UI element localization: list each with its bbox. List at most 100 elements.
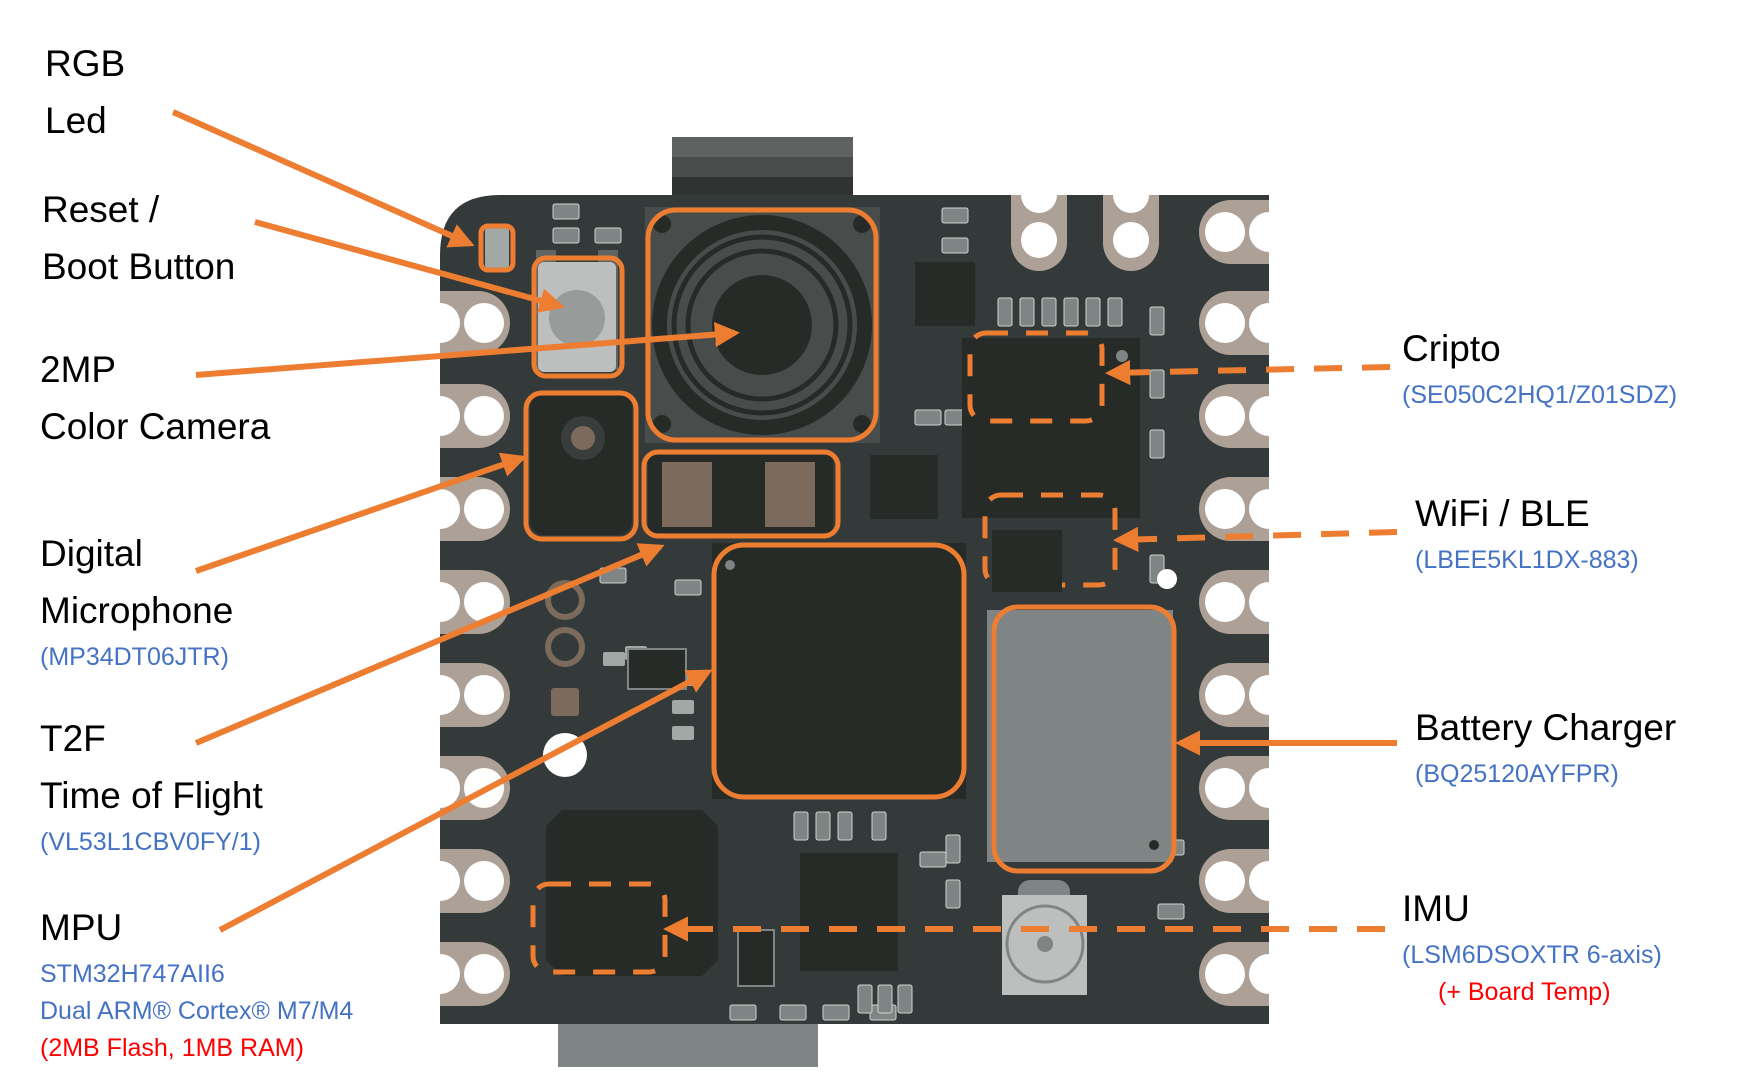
- smd-resistor: [941, 207, 969, 224]
- smd-capacitor: [1149, 429, 1165, 459]
- label-title: Digital: [40, 533, 143, 574]
- plus-marker: [551, 688, 579, 716]
- label-title: Boot Button: [42, 246, 236, 287]
- label-crypto: Cripto (SE050C2HQ1/Z01SDZ): [1402, 320, 1677, 414]
- memory-note: (2MB Flash, 1MB RAM): [40, 1034, 304, 1062]
- edge-pad-hole: [1205, 768, 1245, 808]
- edge-pad-hole: [1249, 768, 1289, 808]
- edge-pad-hole: [1205, 861, 1245, 901]
- smd-capacitor: [857, 984, 873, 1014]
- regulator-chip: [800, 853, 898, 971]
- top-edge-pads: [1011, 177, 1159, 271]
- part-number: (LBEE5KL1DX-883): [1415, 546, 1639, 574]
- edge-pad-hole: [420, 303, 460, 343]
- edge-pad-hole: [1021, 177, 1057, 213]
- smd-capacitor: [1149, 369, 1165, 399]
- label-wifi-ble: WiFi / BLE (LBEE5KL1DX-883): [1415, 485, 1639, 579]
- power-ic: [915, 262, 975, 326]
- edge-pad-hole: [1205, 954, 1245, 994]
- label-digital-microphone: Digital Microphone (MP34DT06JTR): [40, 525, 233, 676]
- battery-charger-component: [987, 604, 1177, 874]
- label-title: IMU: [1402, 888, 1470, 929]
- label-title: T2F: [40, 718, 106, 759]
- edge-pad-hole: [1249, 489, 1289, 529]
- smd-capacitor: [871, 811, 887, 841]
- part-number: (SE050C2HQ1/Z01SDZ): [1402, 381, 1678, 409]
- smd-capacitor: [1063, 297, 1079, 327]
- smd-resistor: [594, 227, 622, 244]
- label-rgb-led: RGB Led: [45, 35, 125, 149]
- callout-camera: [195, 322, 741, 378]
- callout-tof: [194, 543, 665, 746]
- edge-pad-hole: [420, 675, 460, 715]
- label-title: RGB: [45, 43, 126, 84]
- edge-pad-hole: [1113, 177, 1149, 213]
- smd-resistor: [552, 203, 580, 220]
- smd-resistor: [919, 851, 947, 868]
- smd-capacitor: [1107, 297, 1123, 327]
- smd-capacitor: [837, 811, 853, 841]
- smd-resistor: [822, 1004, 850, 1021]
- edge-pad-hole: [420, 396, 460, 436]
- label-title: Led: [45, 100, 107, 141]
- part-number: (MP34DT06JTR): [40, 643, 229, 671]
- edge-pad-hole: [464, 582, 504, 622]
- smd-capacitor: [1041, 297, 1057, 327]
- edge-pad-hole: [464, 303, 504, 343]
- edge-pad-hole: [464, 861, 504, 901]
- smd-resistor: [552, 227, 580, 244]
- smd-capacitor: [997, 297, 1013, 327]
- edge-pad-hole: [420, 582, 460, 622]
- label-title: MPU: [40, 907, 123, 948]
- rgb-led-component: [485, 228, 509, 268]
- label-time-of-flight: T2F Time of Flight (VL53L1CBV0FY/1): [40, 710, 263, 861]
- edge-pad-hole: [1205, 489, 1245, 529]
- edge-pad-hole: [1205, 582, 1245, 622]
- top-connector: [672, 137, 853, 197]
- microphone-component: [523, 390, 639, 542]
- mpu-component: [711, 542, 967, 800]
- label-color-camera: 2MP Color Camera: [40, 341, 270, 455]
- edge-pad-hole: [1113, 222, 1149, 258]
- smd-resistor: [674, 579, 702, 596]
- edge-pad-hole: [420, 768, 460, 808]
- smd-capacitor: [945, 879, 961, 909]
- imu-chip: [530, 810, 718, 976]
- edge-pad-hole: [1249, 582, 1289, 622]
- label-title: Cripto: [1402, 328, 1501, 369]
- smd-resistor: [729, 1004, 757, 1021]
- edge-pad-hole: [1205, 212, 1245, 252]
- power-ic-2: [870, 455, 938, 519]
- label-reset-boot-button: Reset / Boot Button: [42, 181, 235, 295]
- label-title: Reset /: [42, 189, 160, 230]
- label-imu: IMU (LSM6DSOXTR 6-axis) (+ Board Temp): [1402, 880, 1662, 1011]
- callout-rgb-led: [171, 109, 475, 248]
- label-battery-charger: Battery Charger (BQ25120AYFPR): [1415, 699, 1676, 793]
- edge-pad-hole: [1249, 303, 1289, 343]
- edge-pad-hole: [420, 954, 460, 994]
- smd-capacitor: [815, 811, 831, 841]
- rgb-led-highlight: [478, 223, 516, 273]
- label-title: Color Camera: [40, 406, 271, 447]
- smd-capacitor: [945, 834, 961, 864]
- label-title: Battery Charger: [1415, 707, 1677, 748]
- label-title: Microphone: [40, 590, 234, 631]
- smd-part: [603, 652, 625, 666]
- camera-component: [645, 207, 880, 443]
- label-title: 2MP: [40, 349, 117, 390]
- smd-resistor: [1157, 903, 1185, 920]
- edge-pad-hole: [1205, 303, 1245, 343]
- small-ic: [737, 929, 775, 987]
- callout-microphone: [195, 452, 527, 574]
- label-title: WiFi / BLE: [1415, 493, 1590, 534]
- edge-pad-hole: [464, 675, 504, 715]
- edge-pad-hole: [1205, 675, 1245, 715]
- smd-part: [672, 700, 694, 714]
- callout-reset-button: [254, 219, 565, 313]
- edge-pad-hole: [1205, 396, 1245, 436]
- status-dot: [1157, 569, 1177, 589]
- left-edge-pads: [420, 291, 510, 1006]
- antenna-connector: [1002, 880, 1087, 995]
- edge-pad-hole: [420, 861, 460, 901]
